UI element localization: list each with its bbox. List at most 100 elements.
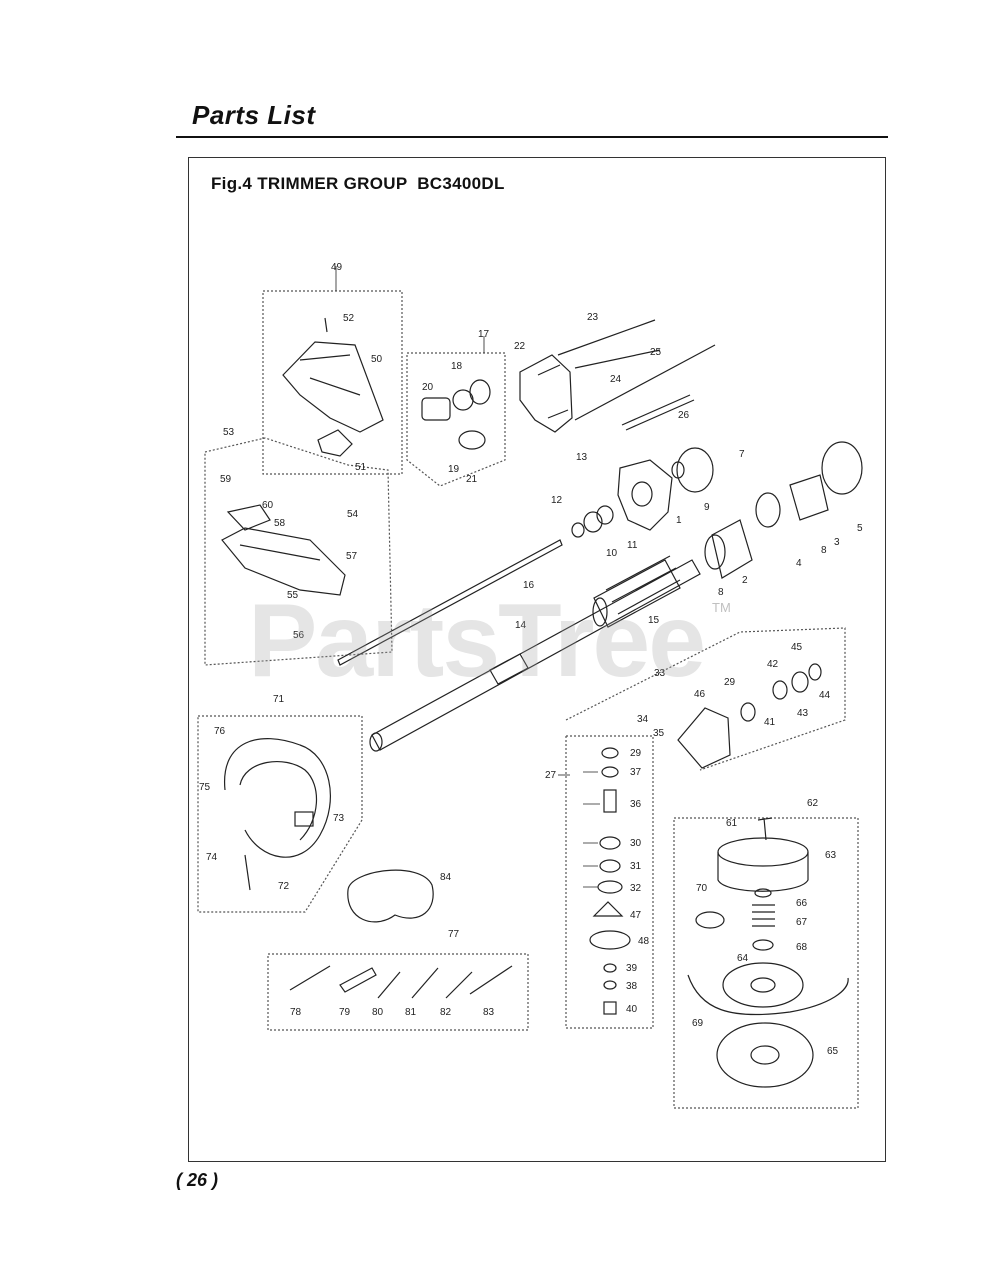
watermark-tm: TM [712,600,731,615]
callout-32: 32 [630,883,642,894]
goggles-84 [347,869,434,923]
callout-1: 1 [676,515,682,526]
callout-38: 38 [626,981,638,992]
figure-title: Fig.4 TRIMMER GROUP BC3400DL [211,174,505,193]
main-tube-14 [369,559,701,752]
callout-37: 37 [630,767,642,778]
callout-75: 75 [199,782,211,793]
clutch-drum-9 [671,447,714,493]
leader-lines [335,266,600,888]
spindle-stack [589,747,631,1015]
callout-8-lower: 8 [718,587,724,598]
bolt-61 [757,817,773,841]
group-box-27 [565,735,654,1029]
callout-13: 13 [576,452,588,463]
small-rings-10-11-12 [571,505,614,538]
callout-74: 74 [206,852,218,863]
bearings-42-43-44 [772,663,822,700]
callout-40: 40 [626,1004,638,1015]
callout-labels: 49 52 50 51 17 18 20 19 21 22 23 24 25 2… [199,262,863,1057]
callout-82: 82 [440,1007,452,1018]
washer-70 [695,911,725,929]
callout-83: 83 [483,1007,495,1018]
group-box-49 [262,290,403,475]
title-rule [176,136,888,138]
engine-cover-1 [617,459,673,531]
callout-15: 15 [648,615,660,626]
tube-joint [489,653,529,685]
callout-63: 63 [825,850,837,861]
callout-7: 7 [739,449,745,460]
callout-3: 3 [834,537,840,548]
sleeve-3 [789,474,829,521]
callout-78: 78 [290,1007,302,1018]
head-cover-63 [717,837,809,892]
callout-20: 20 [422,382,434,393]
group-box-71 [197,715,363,913]
callout-11: 11 [627,540,638,551]
callout-50: 50 [371,354,383,365]
callout-18: 18 [451,361,463,372]
callout-49: 49 [331,262,343,273]
callout-79: 79 [339,1007,351,1018]
callout-12: 12 [551,495,563,506]
callout-27: 27 [545,770,557,781]
callout-57: 57 [346,551,358,562]
bracket-58 [226,504,271,531]
group-box-62 [673,817,859,1109]
callout-80: 80 [372,1007,384,1018]
callout-72: 72 [278,881,290,892]
callout-62: 62 [807,798,819,809]
group-box-17 [406,352,506,487]
callout-5: 5 [857,523,863,534]
callout-43: 43 [797,708,809,719]
callout-51: 51 [355,462,367,473]
callout-81: 81 [405,1007,417,1018]
callout-29-gearcase: 29 [724,677,736,688]
callout-65: 65 [827,1046,839,1057]
gear-case-29 [677,707,731,769]
page-title: Parts List [192,100,316,130]
callout-2: 2 [742,575,748,586]
callout-33: 33 [654,668,666,679]
group-box-77 [267,953,529,1031]
buckle-73 [294,811,314,827]
clamp-parts-18-19-20 [421,379,491,450]
drive-shaft-16 [337,539,563,666]
callout-71: 71 [273,694,285,705]
callout-30: 30 [630,838,642,849]
callout-60: 60 [262,500,274,511]
callout-41: 41 [764,717,776,728]
callout-44: 44 [819,690,831,701]
group-box-gearcase [565,627,846,771]
harness-strap-76 [224,738,331,858]
hook-72 [244,854,251,891]
page-number: ( 26 ) [176,1170,219,1190]
callout-64: 64 [737,953,749,964]
watermark: PartsTree [248,583,706,699]
callout-67: 67 [796,917,808,928]
callout-9: 9 [704,502,710,513]
clip-51 [317,429,353,457]
callout-76: 76 [214,726,226,737]
rings-66-68 [752,888,774,951]
callout-26: 26 [678,410,690,421]
cover-50 [282,341,384,433]
callout-14: 14 [515,620,527,631]
callout-66: 66 [796,898,808,909]
callout-70: 70 [696,883,708,894]
callout-8-upper: 8 [821,545,827,556]
figure-frame [188,157,886,1162]
callout-84: 84 [440,872,452,883]
group-box-53 [204,437,393,666]
callout-69: 69 [692,1018,704,1029]
callout-29-stack: 29 [630,748,642,759]
callout-10: 10 [606,548,618,559]
callout-73: 73 [333,813,345,824]
callout-39: 39 [626,963,638,974]
callout-58: 58 [274,518,286,529]
callout-68: 68 [796,942,808,953]
callout-31: 31 [630,861,642,872]
callout-46: 46 [694,689,706,700]
